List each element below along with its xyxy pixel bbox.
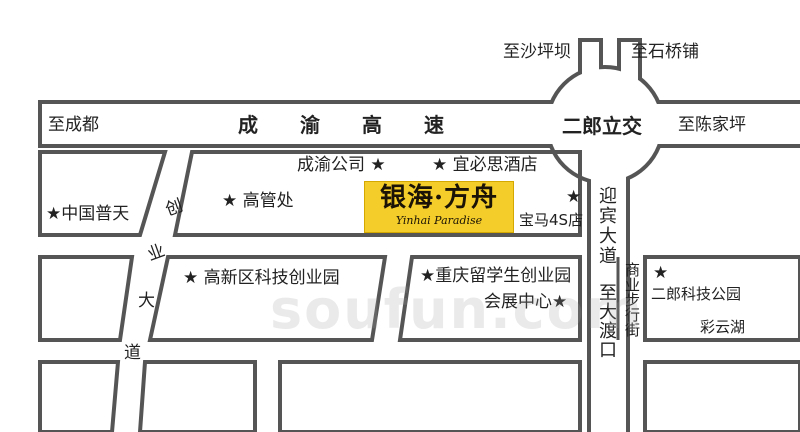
road-band-2 xyxy=(38,150,168,237)
block-4-right xyxy=(278,360,582,432)
logo-title: 银海·方舟 xyxy=(379,183,499,213)
block-2-mid xyxy=(172,150,582,237)
block-4-mid xyxy=(137,360,257,432)
place-bmw-star: ★ xyxy=(566,187,582,207)
place-caiyun-lake: 彩云湖 xyxy=(700,318,746,336)
direction-shapingba: 至沙坪坝 xyxy=(503,42,571,62)
place-chengyu-company: 成渝公司 ★ xyxy=(297,155,386,175)
expressway-char-1: 成 xyxy=(238,113,258,137)
place-returnee-park: ★重庆留学生创业园 xyxy=(420,266,572,286)
block-4-left xyxy=(38,360,121,432)
direction-shiqiaopu: 至石桥铺 xyxy=(631,42,699,62)
direction-chengdu: 至成都 xyxy=(48,115,99,135)
place-zhongguo-putian: ★中国普天 xyxy=(46,204,130,224)
block-east xyxy=(643,255,800,342)
direction-dadukou: 至大渡口 xyxy=(596,283,617,359)
place-bmw-4s: 宝马4S店 xyxy=(519,211,584,229)
chuangye-char-4: 道 xyxy=(124,343,141,363)
expressway-char-3: 高 xyxy=(362,113,382,137)
block-4-east xyxy=(643,360,800,432)
logo-subtitle: Yinhai Paradise xyxy=(395,214,483,227)
commercial-street-label: 商业步行街 xyxy=(623,262,641,337)
watermark: soufun.com xyxy=(270,278,644,341)
interchange-label: 二郎立交 xyxy=(562,114,642,138)
block-3-mid xyxy=(147,255,388,342)
place-erlang-tech-park: 二郎科技公园 xyxy=(651,285,742,303)
expressway-char-4: 速 xyxy=(424,113,444,137)
place-convention-center: 会展中心★ xyxy=(484,292,568,312)
yinhai-logo: 银海·方舟 Yinhai Paradise xyxy=(364,181,514,233)
expressway-char-2: 渝 xyxy=(300,113,320,137)
place-hitech-park: ★ 高新区科技创业园 xyxy=(183,268,340,288)
chuangye-char-3: 大 xyxy=(138,291,155,311)
place-gaoguanchu: ★ 高管处 xyxy=(222,191,294,211)
direction-chenjiaping: 至陈家坪 xyxy=(678,115,746,135)
block-3-right xyxy=(397,255,582,342)
place-erlang-park-star: ★ xyxy=(653,263,669,283)
place-ibis-hotel: ★ 宜必思酒店 xyxy=(432,155,538,175)
block-3-left xyxy=(38,255,135,342)
yingbin-avenue-label: 迎宾大道 xyxy=(596,186,617,266)
